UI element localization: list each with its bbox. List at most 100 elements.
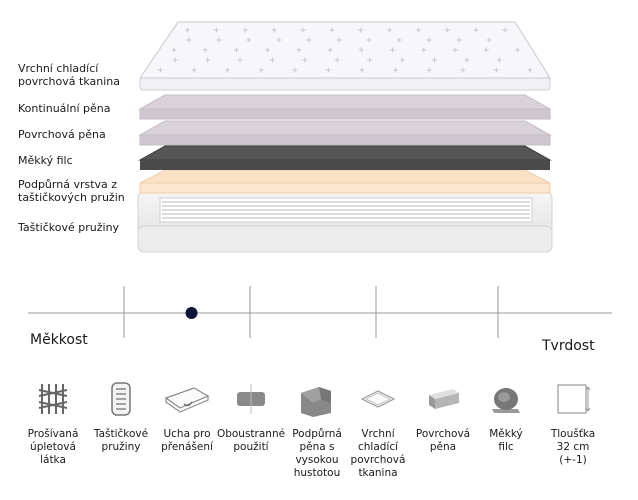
quilt-stitch [452, 47, 458, 53]
quilt-stitch [493, 67, 499, 73]
feature-thickness: Tloušťka 32 cm (+-1) [538, 378, 608, 467]
quilt-stitch [216, 37, 222, 43]
quilt-stitch [242, 27, 248, 33]
quilt-stitch [366, 37, 372, 43]
pocket-springs-layer [137, 191, 553, 253]
quilt-stitch [432, 57, 438, 63]
quilt-stitch [172, 57, 178, 63]
feature-soft-felt: Měkký filc [471, 378, 541, 454]
feature-label: Měkký filc [489, 428, 523, 453]
quilt-stitch [515, 47, 520, 53]
quilt-stitch [225, 67, 231, 73]
cooling-cover-slab [138, 21, 552, 91]
feature-label: Taštičkové pružiny [93, 428, 149, 453]
quilt-stitch [213, 27, 219, 33]
mattress-layers-illustration [137, 21, 553, 253]
feature-label: Oboustranné použití [216, 428, 286, 453]
quilt-stitch [171, 47, 177, 53]
quilt-stitch [237, 57, 243, 63]
quilt-stitch [334, 57, 340, 63]
quilt-stitch [265, 47, 271, 53]
continuous-foam-slab [138, 94, 552, 110]
quilt-stitch [502, 27, 508, 33]
quilt-stitch [205, 57, 211, 63]
feature-high-density-foam: Podpůrná pěna s vysokou hustotou [282, 378, 352, 480]
layer-label-support-layer: Podpůrná vrstva z taštičkových pružin [18, 178, 125, 204]
layer-label-cover: Vrchní chladící povrchová tkanina [18, 62, 120, 88]
feature-label: Prošívaná úpletová látka [27, 428, 79, 466]
layer-label-soft-felt: Měkký filc [18, 154, 73, 167]
quilt-stitch [399, 57, 405, 63]
quilt-stitch [496, 57, 502, 63]
quilt-stitch [292, 67, 298, 73]
quilt-stitch [426, 67, 432, 73]
high-density-foam-icon [301, 387, 331, 417]
quilt-stitch [202, 47, 208, 53]
quilt-stitch [325, 67, 331, 73]
quilt-stitch [300, 27, 306, 33]
carry-handle-icon [164, 387, 210, 413]
quilt-stitch [157, 67, 163, 73]
layer-label-pocket-springs: Taštičkové pružiny [18, 221, 120, 234]
quilt-stitch [233, 47, 239, 53]
quilt-stitch [483, 47, 489, 53]
thickness-icon [557, 384, 591, 414]
quilt-stitch [271, 27, 277, 33]
firmness-scale [28, 286, 612, 338]
surface-foam-icon [429, 389, 459, 409]
quilt-stitch [396, 37, 402, 43]
quilt-stitch [296, 47, 302, 53]
feature-label: Povrchová pěna [415, 428, 471, 453]
feature-knit-fabric: Prošívaná úpletová látka [18, 378, 88, 467]
quilt-stitch [460, 67, 466, 73]
surface-foam-slab [138, 120, 552, 136]
quilt-stitch [527, 67, 533, 73]
soft-felt-icon [492, 388, 520, 413]
layer-label-surface-foam: Povrchová pěna [18, 128, 106, 141]
feature-label: Ucha pro přenášení [161, 428, 213, 453]
quilt-stitch [393, 67, 399, 73]
quilt-stitch [246, 37, 252, 43]
quilt-stitch [486, 37, 492, 43]
quilt-stitch [358, 27, 364, 33]
soft-felt-slab [138, 145, 552, 161]
quilt-stitch [302, 57, 308, 63]
quilt-stitch [258, 67, 264, 73]
double-sided-icon [237, 384, 265, 414]
quilt-stitch [185, 27, 191, 33]
quilt-stitch [473, 27, 479, 33]
scale-label-firm: Tvrdost [542, 338, 595, 354]
quilt-stitch [426, 37, 432, 43]
feature-pocket-springs: Taštičkové pružiny [86, 378, 156, 454]
quilt-stitch [276, 37, 282, 43]
quilt-stitch [358, 47, 364, 53]
layer-label-continuous-foam: Kontinuální pěna [18, 102, 111, 115]
quilt-stitch [186, 37, 192, 43]
quilt-stitch [336, 37, 342, 43]
quilt-stitch [306, 37, 312, 43]
feature-label: Podpůrná pěna s vysokou hustotou [292, 428, 342, 479]
quilt-stitch [359, 67, 365, 73]
quilt-stitch [269, 57, 275, 63]
feature-double-sided: Oboustranné použití [216, 378, 286, 454]
quilt-stitch [191, 67, 197, 73]
pocket-spring-icon [111, 382, 131, 416]
quilt-stitch [464, 57, 470, 63]
knit-fabric-icon [38, 384, 68, 414]
feature-label: Tloušťka 32 cm (+-1) [550, 428, 596, 466]
firmness-indicator-dot [185, 307, 198, 319]
feature-cooling-fabric: Vrchní chladící povrchová tkanina [343, 378, 413, 480]
quilt-stitch [415, 27, 421, 33]
quilt-stitch [456, 37, 462, 43]
quilt-stitch [421, 47, 427, 53]
quilt-stitch [390, 47, 396, 53]
feature-surface-foam: Povrchová pěna [408, 378, 478, 454]
scale-label-soft: Měkkost [30, 332, 88, 348]
cover-quilt-pattern [157, 27, 533, 73]
quilt-stitch [327, 47, 333, 53]
quilt-stitch [367, 57, 373, 63]
cooling-fabric-icon [360, 390, 396, 408]
quilt-stitch [329, 27, 335, 33]
feature-carry-handles: Ucha pro přenášení [152, 378, 222, 454]
quilt-stitch [387, 27, 393, 33]
